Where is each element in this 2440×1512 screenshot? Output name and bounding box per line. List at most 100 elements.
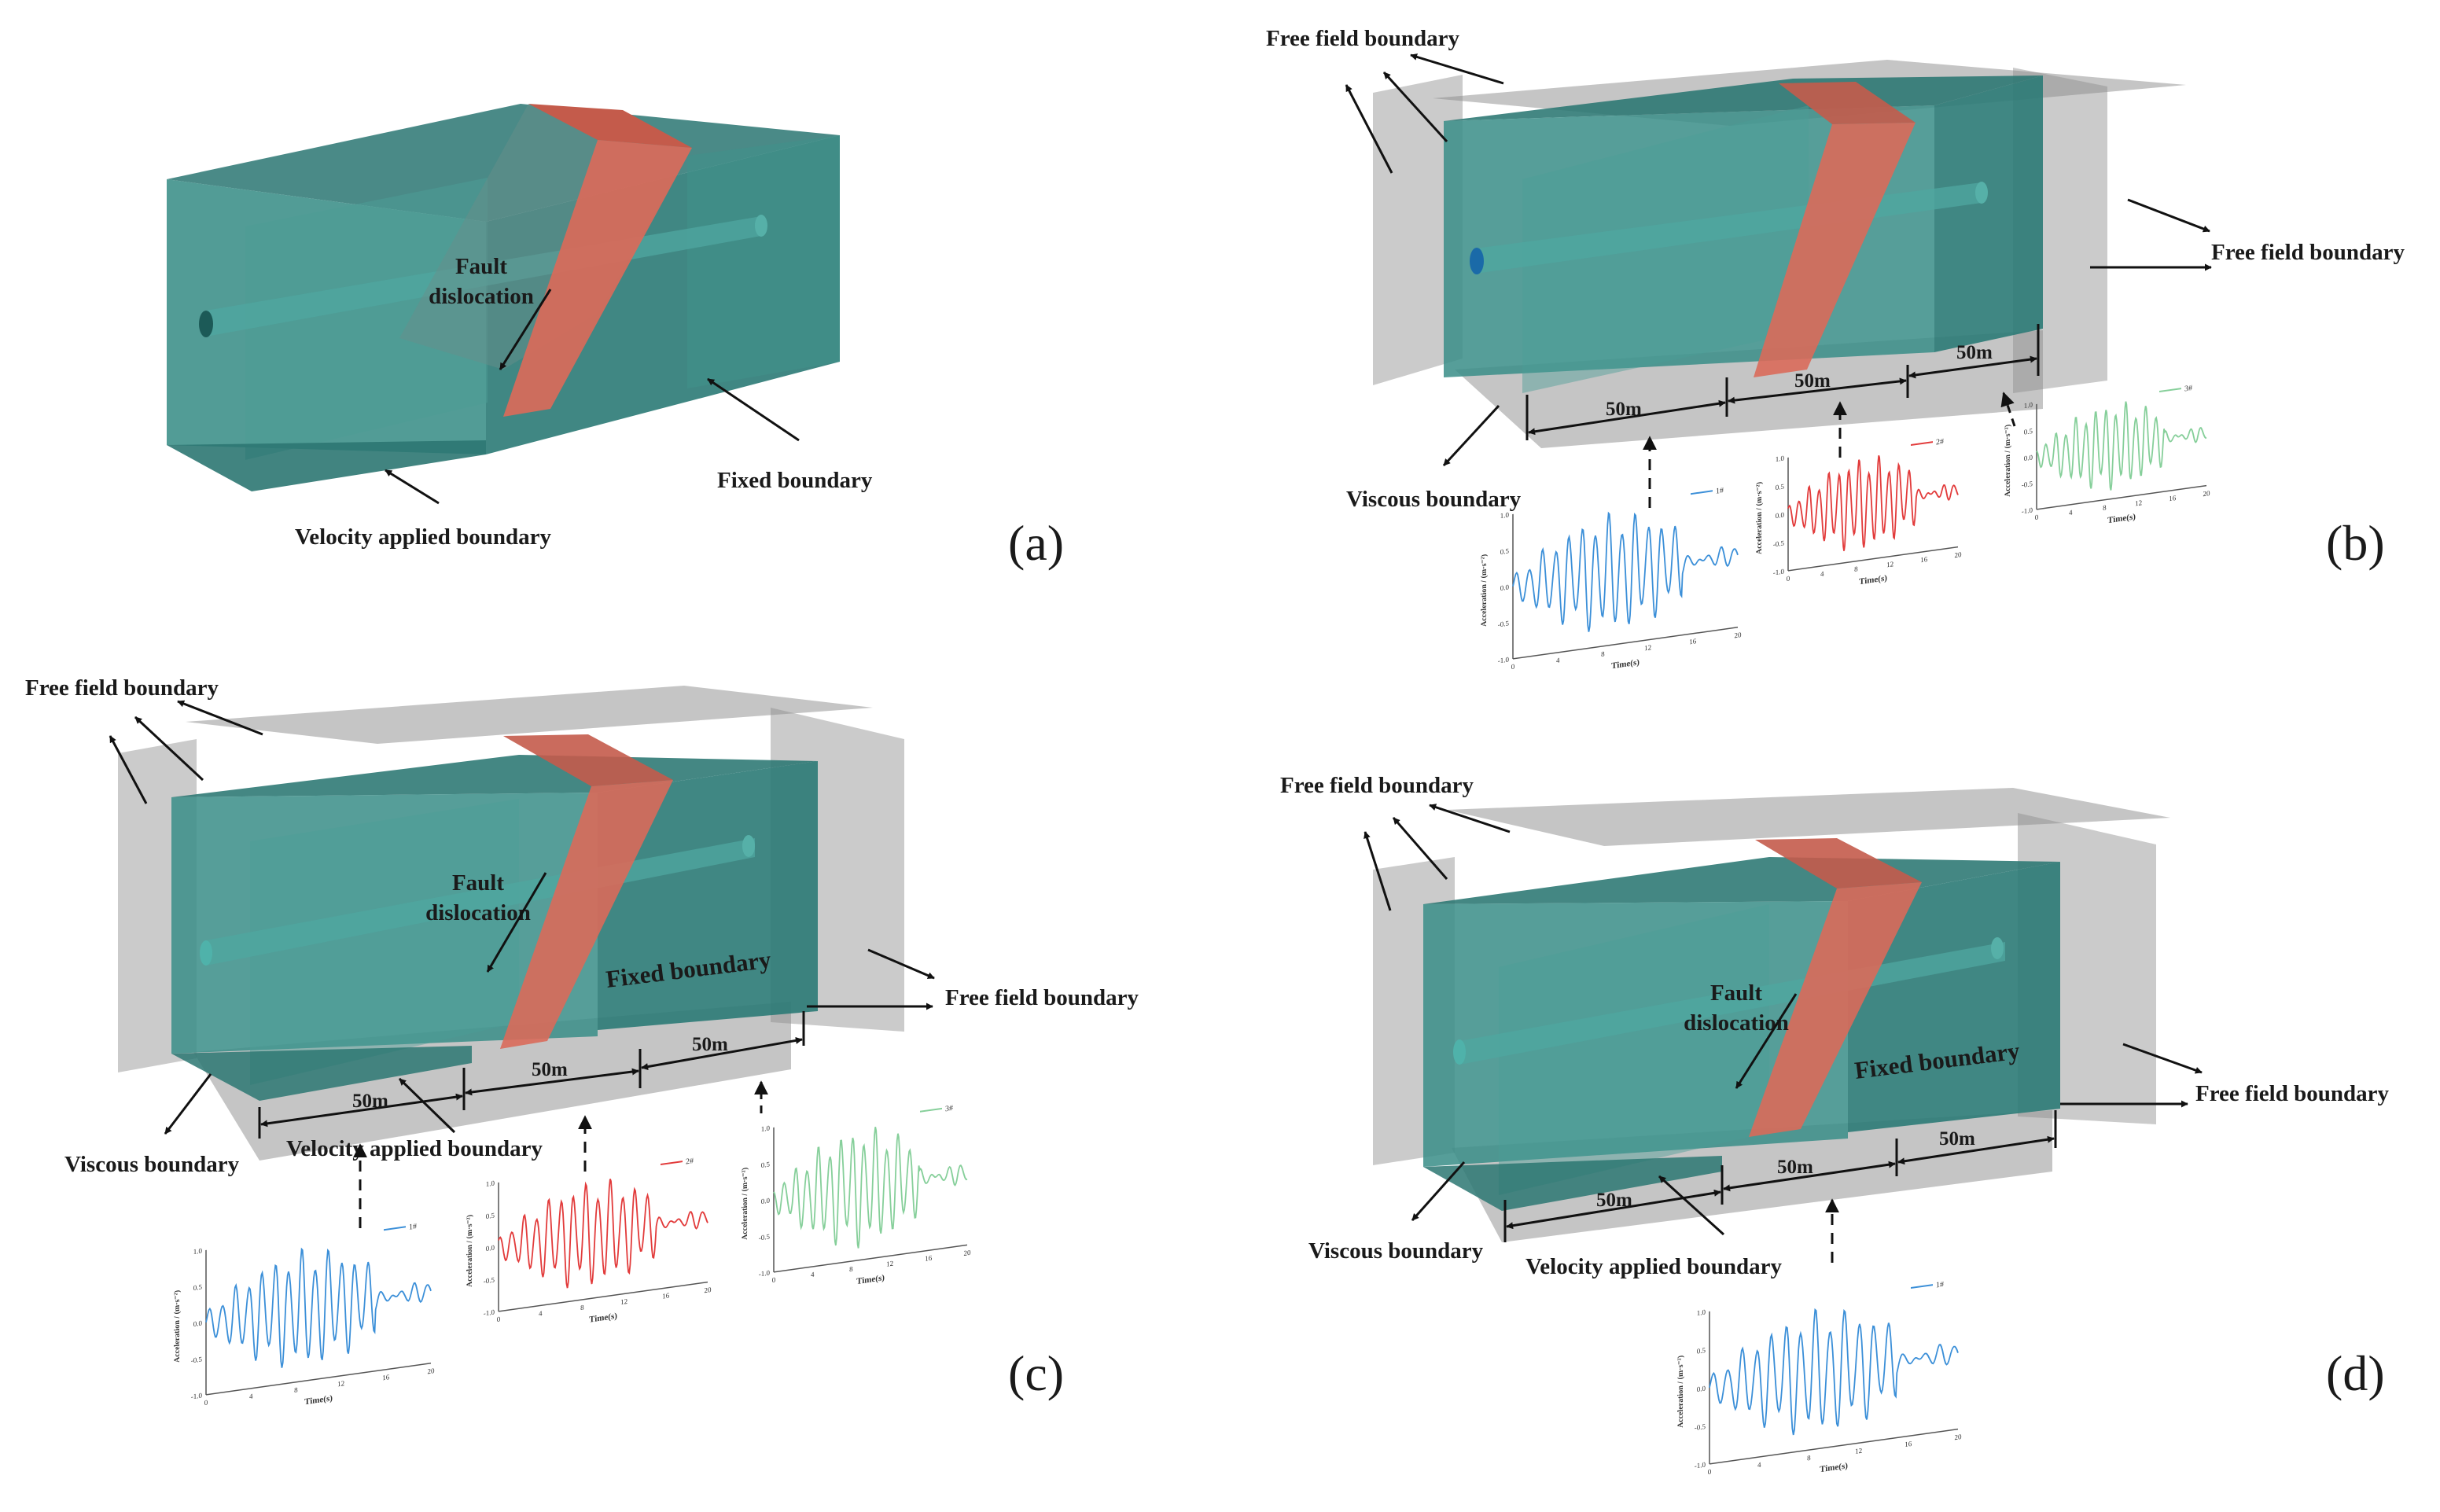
block-top-face <box>167 104 840 222</box>
x-tick-label: 12 <box>1855 1447 1862 1455</box>
arrow-icon <box>385 469 440 505</box>
x-tick-label: 8 <box>1807 1454 1811 1462</box>
y-tick-label: -1.0 <box>2022 506 2033 516</box>
y-tick-label: 0.0 <box>1500 583 1510 593</box>
y-axis-label: Acceleration / (m·s⁻²) <box>2004 424 2012 498</box>
x-tick-label: 20 <box>428 1367 435 1375</box>
chart-body: 1.00.50.0-0.5-1.0048121620Time(s)Acceler… <box>1480 486 1742 671</box>
arrow-icon <box>486 872 547 973</box>
legend-swatch <box>1911 1284 1933 1289</box>
dashed-arrow-icon <box>2000 392 2016 427</box>
dimension-label: 50m <box>1794 370 1831 392</box>
x-tick-label: 8 <box>580 1304 584 1312</box>
series-line <box>1512 511 1739 632</box>
arrow-icon <box>499 289 552 370</box>
y-tick-label: 1.0 <box>1776 454 1785 464</box>
x-axis <box>2037 484 2206 510</box>
x-tick-label: 20 <box>964 1249 971 1257</box>
free-field-label-top: Free field boundary <box>25 675 219 701</box>
acceleration-chart-c2: 1.00.50.0-0.5-1.0048121620Time(s)Acceler… <box>466 1157 712 1325</box>
legend-swatch <box>2159 388 2181 392</box>
dimension-label: 50m <box>1596 1190 1632 1211</box>
dimension-label: 50m <box>1606 399 1642 420</box>
y-tick-label: 1.0 <box>1500 511 1510 521</box>
dimension-lines <box>1503 1110 2057 1242</box>
fault-label-line2: dislocation <box>429 284 534 309</box>
y-tick-label: 1.0 <box>2024 401 2033 410</box>
x-axis <box>206 1363 431 1396</box>
fixed-boundary-label: Fixed boundary <box>717 468 873 493</box>
x-tick-label: 20 <box>1955 1433 1962 1441</box>
x-tick-label: 0 <box>1708 1467 1712 1476</box>
arrow-icon <box>867 948 935 980</box>
x-tick-label: 8 <box>849 1265 853 1274</box>
legend-swatch <box>384 1226 406 1231</box>
legend-swatch <box>661 1161 683 1165</box>
acceleration-chart-b1: 1.00.50.0-0.5-1.0048121620Time(s)Acceler… <box>1480 486 1742 671</box>
free-field-label-right: Free field boundary <box>2195 1081 2389 1106</box>
y-tick-label: -0.5 <box>2022 480 2033 489</box>
panel-a: Fault dislocation Fixed boundary Velocit… <box>167 104 1064 571</box>
chart-body: 1.00.50.0-0.5-1.0048121620Time(s)Acceler… <box>1676 1280 1962 1476</box>
x-axis <box>1709 1428 1958 1465</box>
panel-letter: (b) <box>2326 515 2385 571</box>
x-tick-label: 20 <box>1735 631 1742 639</box>
dimension-label: 50m <box>692 1034 728 1055</box>
x-tick-label: 0 <box>772 1275 776 1284</box>
x-tick-label: 4 <box>2069 508 2073 517</box>
x-tick-label: 8 <box>2103 503 2107 512</box>
fault-top <box>528 104 692 148</box>
free-field-boundary <box>1373 75 1463 385</box>
block-right-face <box>598 761 818 1030</box>
arrow-icon <box>1410 53 1504 85</box>
series-line <box>773 1126 968 1249</box>
panel-c: Free field boundary Fault dislocation Fi… <box>25 675 1139 1407</box>
fault-band <box>1754 123 1916 377</box>
x-tick-label: 4 <box>539 1309 543 1318</box>
x-tick-label: 16 <box>1689 637 1696 646</box>
x-tick-label: 12 <box>1644 643 1651 652</box>
dimension-label: 50m <box>352 1091 388 1112</box>
acceleration-chart-b2: 1.00.50.0-0.5-1.0048121620Time(s)Acceler… <box>1755 437 1962 587</box>
velocity-boundary-label: Velocity applied boundary <box>286 1136 543 1161</box>
block-top-face <box>1423 857 2060 904</box>
x-tick-label: 16 <box>1905 1440 1912 1448</box>
arrow-icon <box>2122 1043 2203 1074</box>
chart-body: 1.00.50.0-0.5-1.0048121620Time(s)Acceler… <box>1755 437 1962 587</box>
x-tick-label: 0 <box>1511 662 1515 671</box>
y-tick-label: 0.0 <box>193 1319 203 1329</box>
legend-label: 1# <box>1936 1280 1944 1289</box>
fault-label-line1: Fault <box>1710 980 1762 1006</box>
free-field-label-right: Free field boundary <box>945 985 1139 1010</box>
x-tick-label: 4 <box>811 1271 815 1279</box>
velocity-boundary-label: Velocity applied boundary <box>295 524 552 550</box>
arrow-icon <box>707 377 800 442</box>
arrow-icon <box>1735 993 1798 1089</box>
y-axis-label: Acceleration / (m·s⁻²) <box>173 1289 182 1363</box>
x-axis-label: Time(s) <box>1820 1461 1848 1474</box>
x-axis-label: Time(s) <box>2107 512 2136 525</box>
y-tick-label: 0.0 <box>2024 454 2033 463</box>
series-line <box>205 1247 432 1368</box>
legend-label: 2# <box>1936 437 1944 447</box>
arrow-icon <box>1429 804 1511 833</box>
y-tick-label: 0.5 <box>1697 1346 1706 1356</box>
x-tick-label: 12 <box>2135 498 2142 507</box>
y-tick-label: 1.0 <box>193 1247 203 1256</box>
velocity-boundary-label: Velocity applied boundary <box>1525 1254 1783 1279</box>
series-line <box>2036 401 2207 491</box>
viscous-boundary-label: Viscous boundary <box>1308 1238 1484 1264</box>
arrow-icon <box>1382 71 1448 143</box>
y-tick-label: 0.5 <box>1500 547 1510 557</box>
x-tick-label: 0 <box>1787 574 1790 583</box>
y-tick-label: 1.0 <box>1697 1308 1706 1318</box>
fault-label-line1: Fault <box>455 254 507 279</box>
x-axis-label: Time(s) <box>589 1312 617 1325</box>
arrow-icon <box>1442 404 1500 467</box>
y-tick-label: 0.5 <box>193 1283 203 1293</box>
viscous-boundary-label: Viscous boundary <box>1346 487 1522 512</box>
chart-body: 1.00.50.0-0.5-1.0048121620Time(s)Acceler… <box>2004 384 2210 525</box>
arrow-icon <box>2127 198 2210 233</box>
x-tick-label: 20 <box>2203 489 2210 498</box>
y-axis-label: Acceleration / (m·s⁻²) <box>1480 554 1489 627</box>
